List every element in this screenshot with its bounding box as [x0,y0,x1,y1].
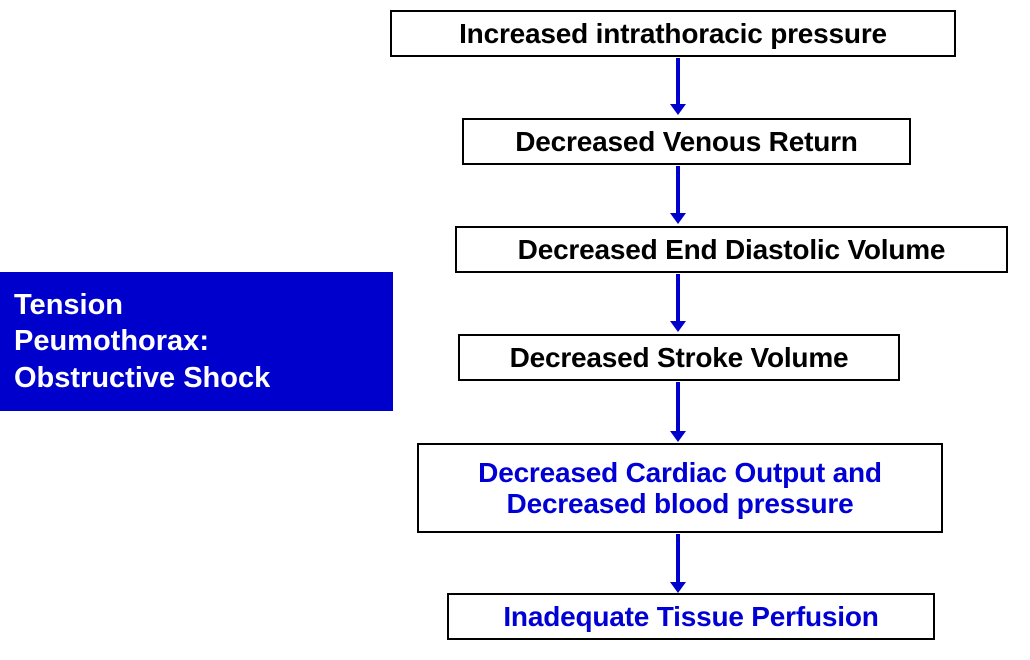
node-increased-intrathoracic-pressure-text: Increased intrathoracic pressure [459,17,887,49]
node-decreased-cardiac-output-and-blood-pressure-text: Decreased Cardiac Output and Decreased b… [478,456,882,519]
node-decreased-end-diastolic-volume-text: Decreased End Diastolic Volume [517,233,946,265]
arrow-edv-to-stroke-volume [670,274,686,332]
arrow-shaft [676,166,680,214]
arrow-shaft [676,382,680,432]
arrow-shaft [676,534,680,583]
node-decreased-venous-return: Decreased Venous Return [462,118,911,165]
diagram-title-label: Tension Peumothorax: Obstructive Shock [0,272,393,411]
arrowhead-down-icon [670,104,686,115]
arrowhead-down-icon [670,431,686,442]
diagram-title-label-text: Tension Peumothorax: Obstructive Shock [14,288,271,394]
node-decreased-venous-return-text: Decreased Venous Return [515,125,858,157]
arrow-venous-return-to-edv [670,166,686,224]
node-decreased-end-diastolic-volume: Decreased End Diastolic Volume [455,226,1008,273]
arrow-pressure-to-venous-return [670,58,686,115]
arrow-cardiac-output-to-tissue-perfusion [670,534,686,593]
node-decreased-stroke-volume: Decreased Stroke Volume [458,334,900,381]
node-inadequate-tissue-perfusion-text: Inadequate Tissue Perfusion [503,600,879,632]
node-increased-intrathoracic-pressure: Increased intrathoracic pressure [390,10,956,57]
arrowhead-down-icon [670,213,686,224]
node-decreased-stroke-volume-text: Decreased Stroke Volume [509,341,849,373]
arrowhead-down-icon [670,321,686,332]
arrow-stroke-volume-to-cardiac-output [670,382,686,442]
arrow-shaft [676,274,680,322]
node-decreased-cardiac-output-and-blood-pressure: Decreased Cardiac Output and Decreased b… [417,443,943,533]
arrow-shaft [676,58,680,105]
arrowhead-down-icon [670,582,686,593]
node-inadequate-tissue-perfusion: Inadequate Tissue Perfusion [447,593,935,640]
